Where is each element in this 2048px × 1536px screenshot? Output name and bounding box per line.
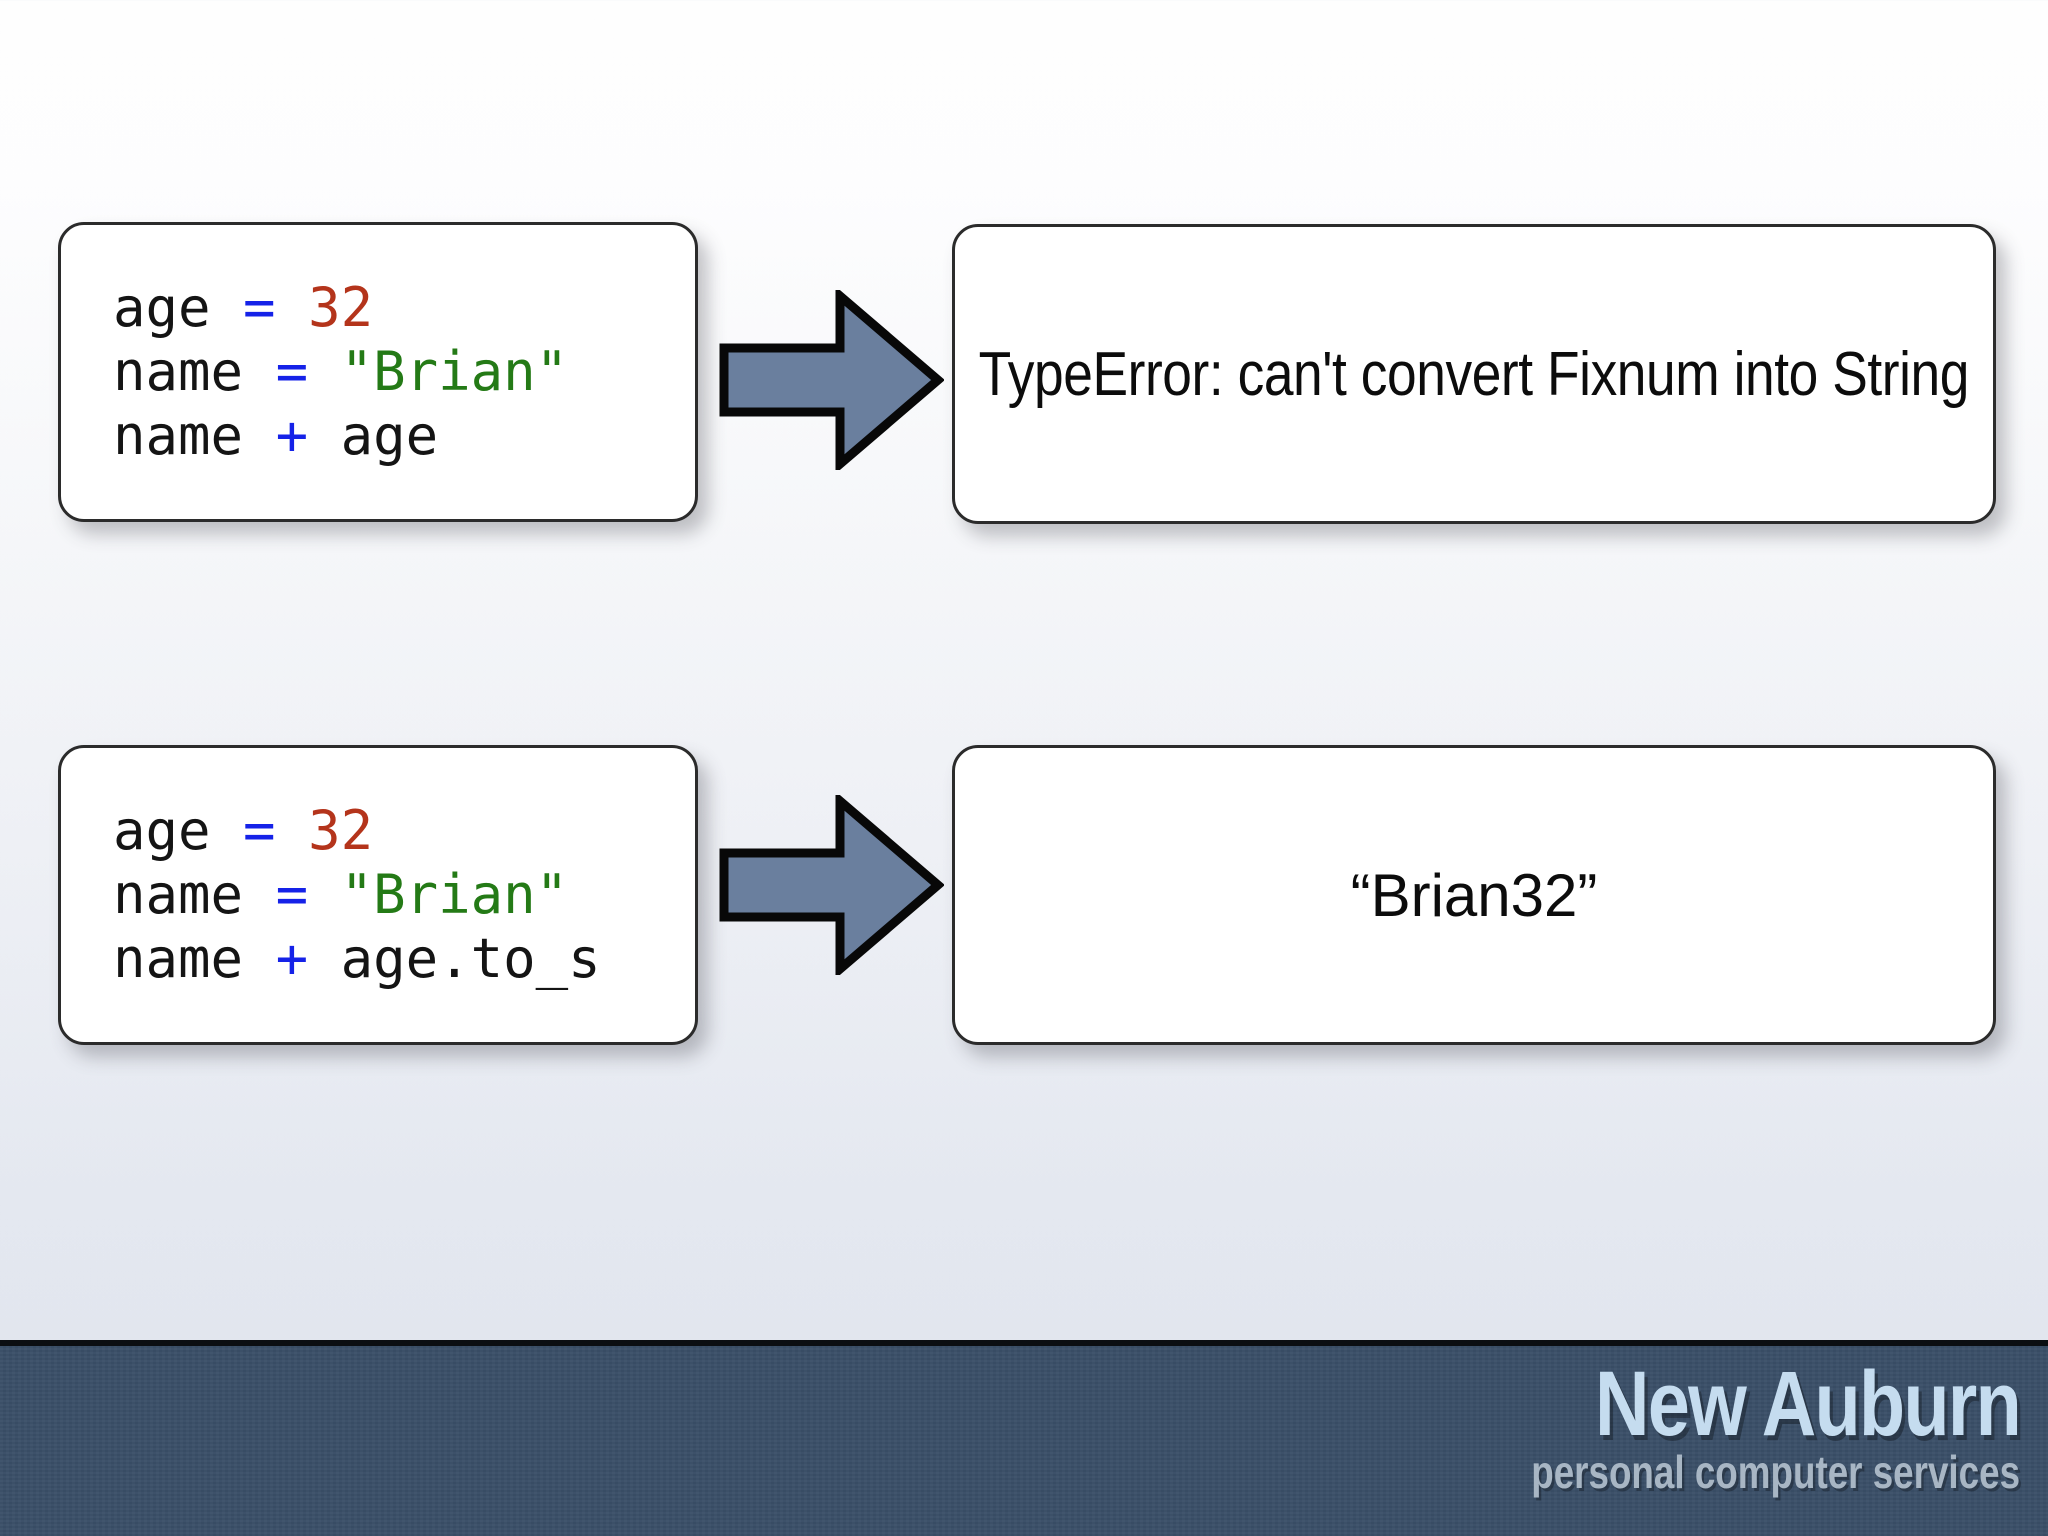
result-text: TypeError: can't convert Fixnum into Str… — [978, 339, 1970, 409]
code-token-op: + — [275, 926, 341, 990]
code-token-plain: name — [113, 863, 276, 927]
code-token-op: = — [243, 276, 309, 340]
code-token-op: + — [275, 403, 341, 467]
brand-logo-title: New Auburn — [1594, 1353, 2022, 1455]
code-token-num: 32 — [308, 799, 374, 863]
code-token-str: "Brian" — [340, 863, 569, 927]
result-text: “Brian32” — [1350, 861, 1598, 929]
code-token-op: = — [275, 863, 341, 927]
footer-bar: New Auburn personal computer services — [0, 1340, 2048, 1536]
code-line: age = 32 — [113, 799, 695, 863]
code-card-1: age = 32 name = "Brian" name + age — [58, 222, 698, 522]
code-token-plain: age — [113, 799, 244, 863]
code-line: age = 32 — [113, 276, 695, 340]
code-line: name = "Brian" — [113, 863, 695, 927]
code-token-plain: name — [113, 403, 276, 467]
code-token-plain: name — [113, 926, 276, 990]
result-card-1: TypeError: can't convert Fixnum into Str… — [952, 224, 1996, 524]
code-token-plain: age — [340, 403, 439, 467]
code-token-num: 32 — [308, 276, 374, 340]
right-arrow-icon — [719, 795, 944, 975]
result-card-2: “Brian32” — [952, 745, 1996, 1045]
code-token-plain: age — [113, 276, 244, 340]
brand-logo: New Auburn personal computer services — [1409, 1353, 2022, 1498]
right-arrow-icon — [719, 290, 944, 470]
code-token-op: = — [243, 799, 309, 863]
code-token-plain: age.to_s — [340, 926, 601, 990]
code-line: name + age.to_s — [113, 927, 695, 991]
code-token-str: "Brian" — [340, 340, 569, 404]
code-line: name = "Brian" — [113, 340, 695, 404]
code-line: name + age — [113, 404, 695, 468]
code-token-plain: name — [113, 340, 276, 404]
code-card-2: age = 32 name = "Brian" name + age.to_s — [58, 745, 698, 1045]
brand-logo-tagline: personal computer services — [1531, 1445, 2020, 1498]
code-token-op: = — [275, 340, 341, 404]
